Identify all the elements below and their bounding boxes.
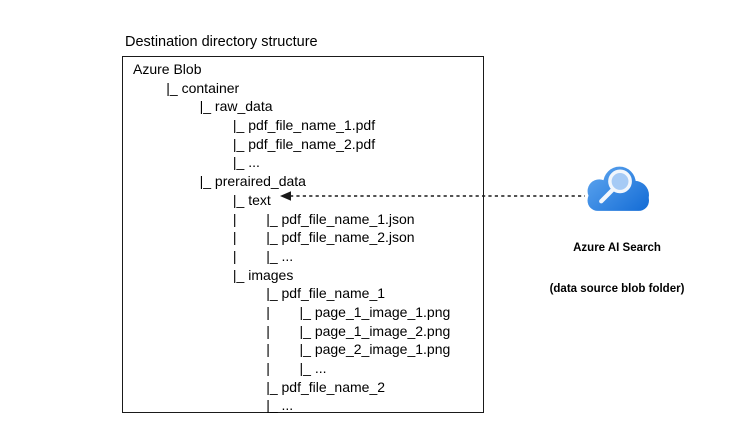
tree-line: |_ images: [133, 266, 478, 285]
tree-line: |_ container: [133, 79, 478, 98]
tree-entry: Azure Blob: [133, 61, 202, 77]
tree-entry: |_ raw_data: [199, 98, 273, 115]
tree-line: | |_ page_1_image_2.png: [133, 322, 478, 341]
tree-entry: |_ ...: [232, 154, 260, 171]
tree-entry: |_ pdf_file_name_2.json: [266, 229, 415, 246]
dashed-arrow: [280, 191, 585, 201]
tree-entry: |_ page_1_image_2.png: [299, 322, 451, 339]
tree-line: |_ raw_data: [133, 97, 478, 116]
tree-entry: |_ pdf_file_name_1.pdf: [232, 117, 376, 134]
tree-entry: |_ images: [232, 266, 294, 283]
tree-line: | |_ pdf_file_name_1.json: [133, 210, 478, 229]
diagram-title: Destination directory structure: [125, 34, 318, 50]
directory-box: [122, 56, 484, 413]
tree-line: |_ ...: [133, 396, 478, 415]
azure-search-caption: Azure AI Search (data source blob folder…: [532, 215, 702, 323]
tree-entry: |: [266, 360, 270, 376]
tree-entry: |: [266, 341, 270, 358]
tree-entry: |_ pdf_file_name_1.json: [266, 210, 415, 227]
tree-line: |_ preraired_data: [133, 172, 478, 191]
tree-entry: |: [232, 210, 237, 227]
tree-line: |_ text: [133, 191, 478, 210]
tree-entry: |_ ...: [266, 397, 294, 414]
tree-entry: |_ page_1_image_1.png: [299, 303, 451, 320]
azure-search-caption-line2: (data source blob folder): [549, 282, 685, 295]
tree-line: | |_ ...: [133, 359, 478, 378]
tree-line: Azure Blob: [133, 60, 478, 79]
tree-entry: |_ ...: [299, 360, 327, 376]
tree-entry: |: [266, 322, 270, 339]
tree-entry: |: [232, 247, 237, 264]
tree-entry: |_ container: [166, 79, 240, 96]
tree-entry: |_ ...: [266, 247, 294, 264]
tree-entry: |_ page_2_image_1.png: [299, 341, 451, 358]
tree-line: |_ pdf_file_name_2: [133, 378, 478, 397]
tree-line: |_ pdf_file_name_2.pdf: [133, 135, 478, 154]
tree-line: | |_ page_1_image_1.png: [133, 303, 478, 322]
tree-entry: |_ pdf_file_name_2.pdf: [232, 135, 376, 152]
tree-entry: |_ preraired_data: [199, 173, 306, 190]
tree-entry: |_ text: [232, 191, 271, 208]
tree-entry: |: [232, 229, 237, 246]
tree-line: |_ pdf_file_name_1.pdf: [133, 116, 478, 135]
azure-ai-search-icon: [587, 166, 649, 211]
directory-tree: Azure Blob |_ container |_ raw_data |_ pdf_…: [133, 60, 478, 415]
tree-line: |_ pdf_file_name_1: [133, 284, 478, 303]
magnifier-icon: [599, 169, 632, 204]
tree-entry: |_ pdf_file_name_1: [266, 285, 386, 302]
tree-line: |_ ...: [133, 153, 478, 172]
tree-line: | |_ ...: [133, 247, 478, 266]
tree-line: | |_ pdf_file_name_2.json: [133, 228, 478, 247]
azure-search-caption-line1: Azure AI Search: [573, 242, 661, 254]
tree-entry: |: [266, 303, 270, 320]
tree-line: | |_ page_2_image_1.png: [133, 340, 478, 359]
arrowhead-left-icon: [280, 191, 291, 201]
tree-entry: |_ pdf_file_name_2: [266, 378, 386, 395]
